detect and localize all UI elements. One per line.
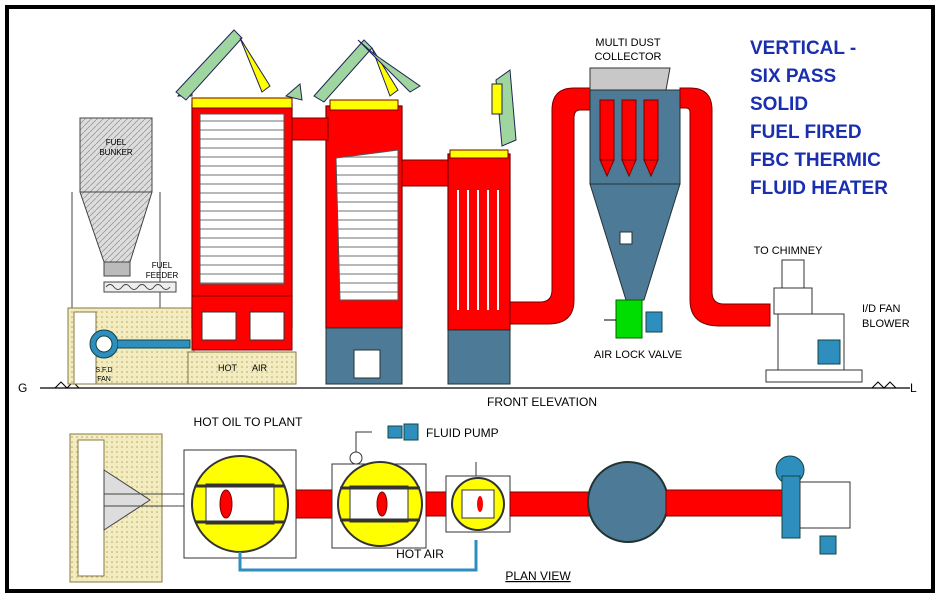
fuel-feeder: FUEL FEEDER <box>103 261 179 293</box>
sfd-fan: S.F.D FAN <box>89 329 191 383</box>
title-line-1: VERTICAL - <box>750 38 856 59</box>
sfd-fan-label-1: S.F.D <box>95 367 112 374</box>
plan-furnace-2 <box>331 451 427 549</box>
plan-duct-4 <box>665 489 785 517</box>
ground-mark-right <box>871 381 897 389</box>
plan-furnace-1 <box>183 449 297 559</box>
title-line-4: FUEL FIRED <box>750 122 862 143</box>
hot-air-label-1: HOT <box>218 363 238 373</box>
flue-duct-to-id-fan <box>679 87 771 327</box>
plan-hot-air-label: HOT AIR <box>396 547 444 561</box>
fluid-pump: FLUID PUMP <box>355 423 499 452</box>
furnace-pass-1 <box>187 97 297 385</box>
ground-label-g: G <box>18 381 27 395</box>
ground-label-l: L <box>910 381 917 395</box>
front-elevation-label: FRONT ELEVATION <box>487 395 597 409</box>
plan-tube-bank <box>445 462 511 533</box>
id-fan-label-1: I/D FAN <box>862 303 901 315</box>
fluid-pump-label: FLUID PUMP <box>426 426 499 440</box>
fuel-bunker-label-2: BUNKER <box>99 148 133 157</box>
id-fan-blower: TO CHIMNEY I/D FAN BLOWER <box>754 245 910 383</box>
hot-air-label-2: AIR <box>252 363 268 373</box>
title-line-3: SOLID <box>750 94 808 115</box>
title-line-5: FBC THERMIC <box>750 150 881 171</box>
fuel-feeder-label-1: FUEL <box>152 261 173 270</box>
air-lock-valve: AIR LOCK VALVE <box>594 299 682 361</box>
hinged-cover-1 <box>175 29 303 101</box>
hinged-cover-2 <box>313 39 421 103</box>
furnace-pass-2 <box>291 99 403 385</box>
id-fan-label-2: BLOWER <box>862 318 910 330</box>
dust-collector-label-2: COLLECTOR <box>594 51 661 63</box>
plan-view-label: PLAN VIEW <box>505 569 571 583</box>
multi-dust-collector: MULTI DUST COLLECTOR <box>589 37 681 301</box>
plan-hot-air-pipe <box>238 540 478 572</box>
sfd-fan-label-2: FAN <box>97 376 111 383</box>
plan-bunker-base <box>69 433 188 583</box>
plan-dust-collector <box>587 461 669 543</box>
to-chimney-label: TO CHIMNEY <box>754 245 824 257</box>
hot-oil-label: HOT OIL TO PLANT <box>194 415 304 429</box>
duct-pass-2-to-3 <box>401 159 453 187</box>
plan-duct-1 <box>295 489 333 519</box>
fuel-bunker: FUEL BUNKER <box>71 117 161 308</box>
fuel-bunker-label-1: FUEL <box>106 138 127 147</box>
fuel-feeder-label-2: FEEDER <box>146 271 179 280</box>
diagram-title: VERTICAL - SIX PASS SOLID FUEL FIRED FBC… <box>750 38 888 199</box>
plan-duct-3 <box>509 491 595 517</box>
air-lock-valve-label: AIR LOCK VALVE <box>594 349 682 361</box>
title-line-6: FLUID HEATER <box>750 178 888 199</box>
plan-id-fan <box>775 455 851 555</box>
title-line-2: SIX PASS <box>750 66 836 87</box>
dust-collector-label-1: MULTI DUST <box>595 37 660 49</box>
tube-bank-pass-3 <box>447 149 511 385</box>
